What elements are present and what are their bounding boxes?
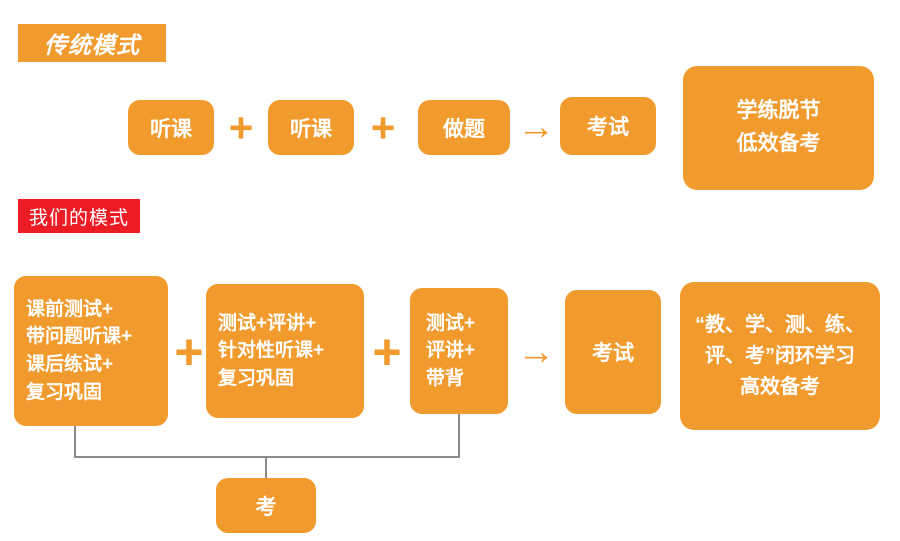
our-result-line: 高效备考 (740, 375, 820, 398)
plus-icon: + (372, 324, 402, 380)
arrow-icon: → (517, 106, 555, 148)
plus-icon: + (228, 103, 254, 151)
arrow-icon: → (517, 330, 555, 373)
our-step3-line: 测试+ (426, 312, 476, 334)
our-step3-line: 带背 (426, 367, 465, 389)
traditional-exam-box: 考试 (560, 97, 656, 155)
our-step2-line: 测试+评讲+ (218, 312, 317, 334)
our-step1-line: 课前测试+ (26, 298, 114, 320)
our-step1-box: 课前测试+ 带问题听课+ 课后练试+ 复习巩固 (14, 276, 168, 426)
our-step3-box: 测试+ 评讲+ 带背 (410, 288, 508, 414)
traditional-result-box: 学练脱节 低效备考 (683, 66, 874, 190)
bracket-line-middle (265, 456, 267, 480)
traditional-step-listen-2: 听课 (268, 100, 354, 155)
plus-icon: + (174, 324, 204, 380)
our-result-box: “教、学、测、练、 评、考”闭环学习 高效备考 (680, 282, 880, 430)
our-step3-line: 评讲+ (426, 340, 476, 362)
traditional-step-exercise: 做题 (418, 100, 510, 155)
plus-icon: + (370, 103, 396, 151)
traditional-result-line: 低效备考 (736, 132, 821, 155)
our-step2-line: 针对性听课+ (218, 340, 325, 362)
our-result-line: “教、学、测、练、 (695, 313, 865, 336)
bracket-line-horizontal (74, 456, 460, 458)
our-mode-label: 我们的模式 (18, 199, 140, 233)
traditional-mode-label: 传统模式 (18, 24, 166, 62)
our-result-line: 评、考”闭环学习 (705, 344, 855, 367)
our-step2-line: 复习巩固 (218, 367, 295, 389)
bracket-line-right (458, 414, 460, 458)
our-exam-box: 考试 (565, 290, 661, 414)
our-step1-line: 带问题听课+ (26, 326, 133, 348)
our-step1-line: 复习巩固 (26, 381, 103, 403)
bracket-line-left (74, 426, 76, 458)
our-step1-line: 课后练试+ (26, 354, 114, 375)
traditional-step-listen-1: 听课 (128, 100, 214, 155)
traditional-result-line: 学练脱节 (736, 99, 821, 123)
our-step2-box: 测试+评讲+ 针对性听课+ 复习巩固 (206, 284, 364, 418)
kao-box: 考 (216, 478, 316, 533)
